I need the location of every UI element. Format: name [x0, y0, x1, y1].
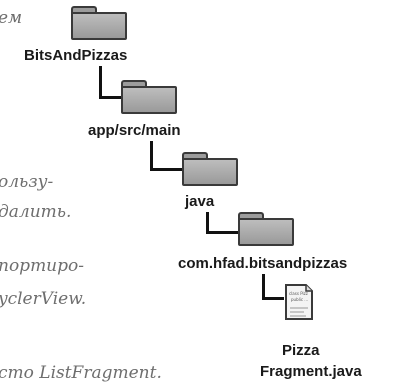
handwritten-note: сто ListFragment.: [0, 363, 162, 383]
tree-connector: [150, 168, 182, 171]
folder-icon: [182, 152, 238, 186]
handwritten-note: портиро-: [0, 256, 84, 276]
tree-connector: [262, 274, 265, 300]
handwritten-note: ем: [0, 8, 23, 28]
java-file-icon: class Pizz public ...: [284, 283, 314, 321]
folder-label-package: com.hfad.bitsandpizzas: [178, 255, 348, 272]
handwritten-note: yclerView.: [0, 289, 87, 309]
handwritten-note: далить.: [0, 202, 72, 222]
folder-icon: [71, 6, 127, 40]
file-label-line2: Fragment.java: [260, 363, 362, 380]
tree-connector: [99, 66, 102, 99]
tree-connector: [99, 96, 121, 99]
folder-label-root: BitsAndPizzas: [24, 47, 128, 64]
tree-connector: [150, 141, 153, 171]
folder-icon: [238, 212, 294, 246]
handwritten-note: ользу-: [0, 172, 54, 192]
tree-connector: [206, 231, 238, 234]
tree-connector: [206, 212, 209, 234]
file-preview-text: class Pizz: [289, 291, 308, 296]
folder-icon: [121, 80, 177, 114]
file-preview-text: public ...: [291, 297, 308, 302]
file-label-line1: Pizza: [282, 342, 320, 359]
tree-connector: [262, 297, 284, 300]
folder-label-java: java: [185, 193, 215, 210]
folder-label-app-src-main: app/src/main: [88, 122, 181, 139]
